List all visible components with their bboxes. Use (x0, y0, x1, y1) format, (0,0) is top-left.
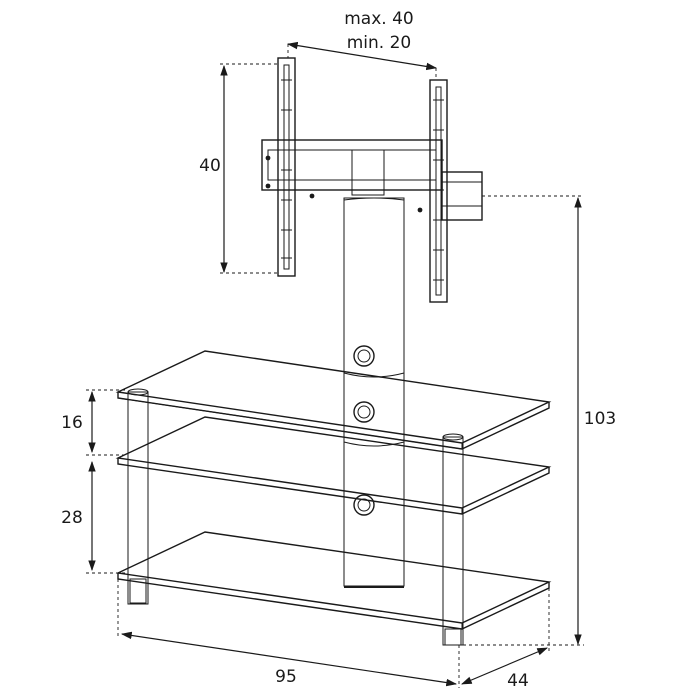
middle-shelf (115, 416, 552, 515)
top-shelf (115, 350, 552, 450)
bracket-width-max-label: max. 40 (344, 9, 413, 29)
bracket-width-dimension (286, 41, 438, 71)
middle-gap-label: 28 (61, 508, 83, 528)
cable-hole-icon (353, 345, 375, 367)
depth-dimension (461, 647, 548, 685)
center-column (343, 197, 405, 587)
cable-hole-icon (353, 401, 375, 423)
width-dimension (120, 631, 458, 687)
total-height-label: 103 (584, 409, 616, 429)
dimension-lines (86, 41, 584, 688)
right-bracket-rail (429, 79, 448, 303)
bracket-height-label: 40 (199, 156, 221, 176)
legs (127, 388, 464, 646)
front-right-leg (442, 436, 464, 646)
bottom-shelf (115, 531, 552, 630)
front-left-leg (127, 391, 149, 605)
left-bracket-rail (277, 57, 296, 277)
cable-hole-icon (353, 494, 375, 516)
bracket-width-min-label: min. 20 (347, 33, 412, 53)
top-gap-label: 16 (61, 413, 83, 433)
width-label: 95 (275, 667, 297, 687)
depth-label: 44 (507, 671, 529, 691)
